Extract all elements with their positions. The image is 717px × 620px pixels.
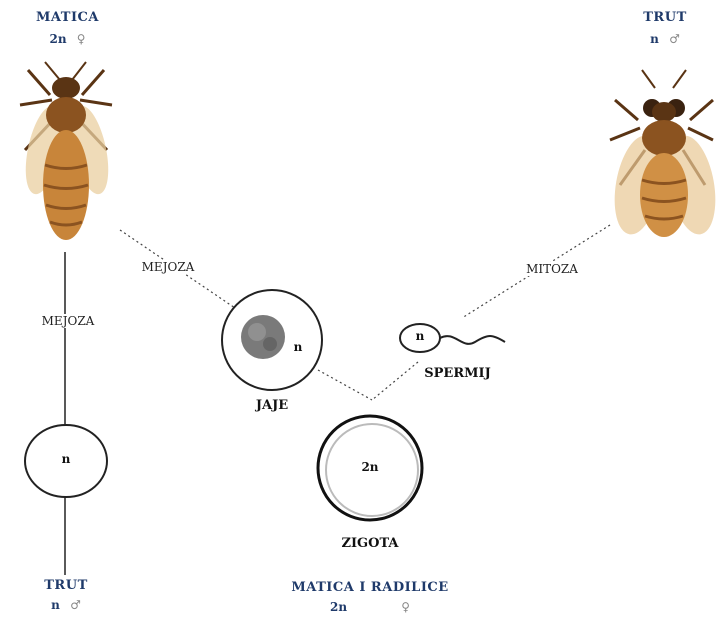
egg-ploidy: n bbox=[290, 340, 306, 354]
egg-label: JAJE bbox=[240, 398, 304, 413]
meiosis-diagonal-label: MEJOZA bbox=[128, 260, 208, 274]
drone-bottom-title: TRUT bbox=[28, 578, 104, 593]
unfertilized-egg-ploidy: n bbox=[56, 452, 76, 466]
drone-bottom-ploidy-row: n ♂ bbox=[28, 598, 104, 612]
queen-bee-image bbox=[19, 62, 115, 240]
offspring-ploidy: 2n bbox=[330, 600, 347, 614]
drone-bottom-ploidy: n bbox=[51, 598, 60, 612]
meiosis-vertical-label: MEJOZA bbox=[28, 314, 108, 328]
drone-bee-image bbox=[608, 70, 717, 238]
offspring-title: MATICA I RADILICE bbox=[265, 580, 475, 595]
queen-title: MATICA bbox=[20, 10, 115, 25]
zygote-label: ZIGOTA bbox=[318, 536, 422, 551]
female-symbol-bottom-icon: ♀ bbox=[401, 600, 410, 614]
queen-ploidy: 2n bbox=[49, 32, 66, 46]
drone-top-ploidy-row: n ♂ bbox=[625, 32, 705, 46]
female-symbol-icon: ♀ bbox=[77, 32, 86, 46]
male-symbol-icon: ♂ bbox=[669, 32, 680, 46]
sperm-ploidy: n bbox=[413, 329, 427, 343]
drone-top-title: TRUT bbox=[625, 10, 705, 25]
egg-to-zygote-dotted-line bbox=[318, 370, 372, 400]
queen-ploidy-row: 2n ♀ bbox=[20, 32, 115, 46]
offspring-ploidy-row: 2n ♀ bbox=[265, 600, 475, 614]
mitosis-diagonal-label: MITOZA bbox=[515, 262, 589, 276]
zygote-ploidy: 2n bbox=[352, 460, 388, 474]
drone-top-ploidy: n bbox=[650, 32, 659, 46]
sperm-label: SPERMIJ bbox=[410, 366, 505, 381]
egg-cell bbox=[222, 290, 322, 390]
male-symbol-bottom-icon: ♂ bbox=[70, 598, 81, 612]
